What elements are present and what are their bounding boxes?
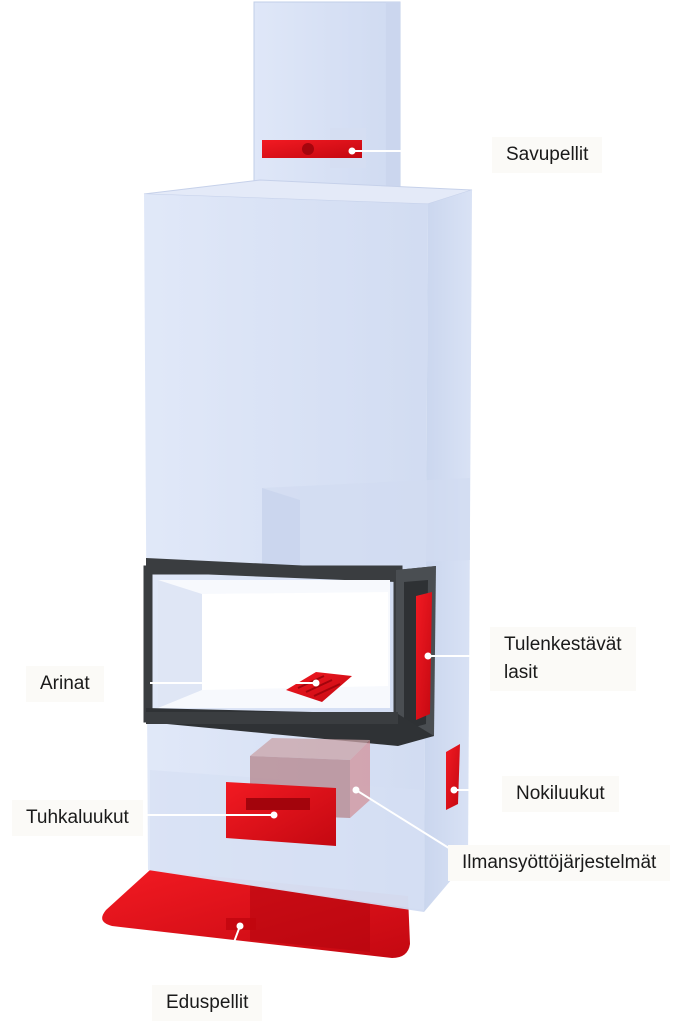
label-tulenkestavat-lasit: Tulenkestävät lasit xyxy=(490,627,636,691)
chimney xyxy=(253,1,401,191)
side-glass xyxy=(416,592,500,720)
label-tulenkestavat-line2: lasit xyxy=(504,662,538,683)
soot-door xyxy=(446,744,506,810)
label-eduspellit: Eduspellit xyxy=(152,985,263,1021)
leader-ilmansyotto xyxy=(355,789,453,851)
label-tuhkaluukut: Tuhkaluukut xyxy=(12,800,143,836)
label-ilmansyottojarjestelmat: Ilmansyöttöjärjestelmät xyxy=(448,845,671,881)
grate xyxy=(150,672,352,702)
label-tulenkestavat-line1: Tulenkestävät xyxy=(504,634,622,655)
label-arinat: Arinat xyxy=(26,666,104,702)
label-savupellit: Savupellit xyxy=(492,137,603,173)
front-plate-leader xyxy=(226,918,256,943)
ash-door xyxy=(140,782,336,846)
smoke-damper xyxy=(262,140,500,158)
label-nokiluukut: Nokiluukut xyxy=(502,776,619,812)
